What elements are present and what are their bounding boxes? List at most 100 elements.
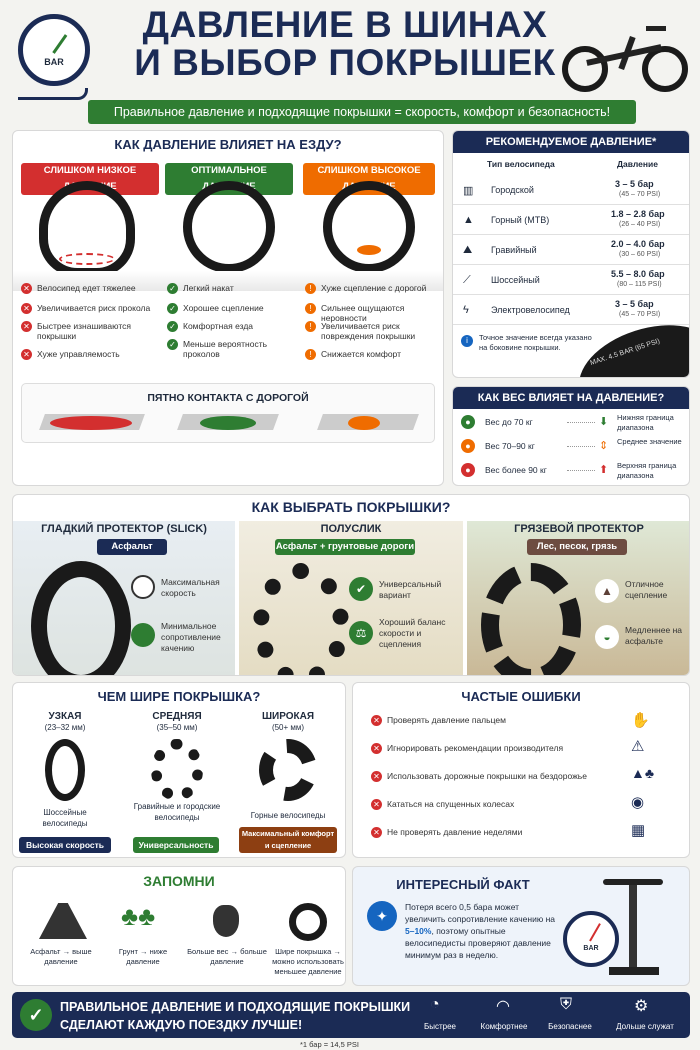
medium-badge: Универсальность — [133, 837, 219, 853]
speedometer-icon — [131, 575, 155, 599]
footer-line1: ПРАВИЛЬНОЕ ДАВЛЕНИЕ И ПОДХОДЯЩИЕ ПОКРЫШК… — [60, 1000, 411, 1014]
high-item: !Снижается комфорт — [305, 349, 441, 360]
road-icon — [39, 903, 87, 939]
mistakes-heading: ЧАСТЫЕ ОШИБКИ — [461, 689, 581, 704]
weight-row: ● Вес более 90 кг ⬆ Верхняя граница диап… — [453, 459, 689, 483]
recommend-note: Точное значение всегда указано на бокови… — [479, 333, 592, 352]
wide-badge: Максимальный комфорт и сцепление — [239, 827, 337, 853]
arrow-down-icon: ⬇ — [599, 416, 609, 428]
weight-row: ● Вес до 70 кг ⬇ Нижняя граница диапазон… — [453, 411, 689, 435]
optimal-contact-patch — [200, 416, 256, 430]
col-type-header: Тип велосипеда — [487, 159, 555, 169]
width-card: ЧЕМ ШИРЕ ПОКРЫШКА? УЗКАЯ (23–32 мм) Шосс… — [12, 682, 346, 858]
tire-icon — [289, 903, 327, 941]
footnote: *1 бар = 14,5 PSI — [300, 1040, 359, 1049]
header-gauge-icon: BAR — [18, 14, 90, 86]
recommend-card: РЕКОМЕНДУЕМОЕ ДАВЛЕНИЕ* Тип велосипеда Д… — [452, 130, 690, 378]
fact-card: ИНТЕРЕСНЫЙ ФАКТ ✦ Потеря всего 0,5 бара … — [352, 866, 690, 986]
medium-tire-image — [151, 739, 203, 801]
semislick-tag: Асфальт + грунтовые дороги — [275, 539, 415, 555]
low-item: ✕Быстрее изнашиваются покрышки — [21, 321, 151, 341]
ride-heading: КАК ДАВЛЕНИЕ ВЛИЯЕТ НА ЕЗДУ? — [114, 137, 342, 152]
mountain-icon: ▲ — [595, 579, 619, 603]
optimal-item: ✓Комфортная езда — [167, 321, 297, 332]
slick-tire-image — [31, 561, 131, 675]
mud-panel: ГРЯЗЕВОЙ ПРОТЕКТОР Лес, песок, грязь ▲ О… — [467, 521, 689, 675]
pressure-row: ⛰ Гравийный 2.0 – 4.0 бар (30 – 60 PSI) — [453, 235, 689, 265]
gauge-unit: BAR — [44, 57, 64, 67]
resistance-icon — [131, 623, 155, 647]
mistake-item: ✕Использовать дорожные покрышки на бездо… — [371, 771, 611, 782]
low-item: ✕Хуже управляемость — [21, 349, 151, 360]
remember-heading: ЗАПОМНИ — [143, 873, 215, 889]
footer-bar: ✓ ПРАВИЛЬНОЕ ДАВЛЕНИЕ И ПОДХОДЯЩИЕ ПОКРЫ… — [12, 992, 690, 1038]
shield-icon: ⛨ — [560, 996, 573, 1013]
pressure-row: ⟋ Шоссейный 5.5 – 8.0 бар (80 – 115 PSI) — [453, 265, 689, 295]
weight-row: ● Вес 70–90 кг ⇕ Среднее значение — [453, 435, 689, 459]
footer-line2: СДЕЛАЮТ КАЖДУЮ ПОЕЗДКУ ЛУЧШЕ! — [60, 1018, 303, 1032]
slick-panel: ГЛАДКИЙ ПРОТЕКТОР (SLICK) Асфальт Максим… — [13, 521, 235, 675]
hand-icon: ✋ — [631, 712, 650, 729]
pressure-row: ϟ Электровелосипед 3 – 5 бар (45 – 70 PS… — [453, 295, 689, 325]
pump-icon — [599, 879, 669, 979]
low-contact-patch — [50, 416, 132, 430]
lightning-icon: ϟ — [463, 304, 469, 316]
width-heading: ЧЕМ ШИРЕ ПОКРЫШКА? — [97, 689, 261, 704]
narrow-badge: Высокая скорость — [19, 837, 111, 853]
arrow-up-icon: ⬆ — [599, 464, 609, 476]
balance-scale-icon: ⚖ — [349, 621, 373, 645]
semislick-tire-image — [253, 563, 349, 675]
subtitle-bar: Правильное давление и подходящие покрышк… — [88, 100, 636, 124]
mountain-icon: ▲ — [463, 214, 474, 226]
mud-tire-image — [481, 563, 581, 675]
comfort-icon: ◠ — [496, 998, 510, 1015]
optimal-item: ✓Легкий накат — [167, 283, 297, 294]
gear-icon: ⚙ — [634, 998, 649, 1015]
mistake-item: ✕Игнорировать рекомендации производителя — [371, 743, 611, 754]
wide-tire-image — [259, 739, 317, 801]
calendar-icon: ▦ — [631, 822, 646, 839]
bicycle-icon — [562, 22, 690, 92]
person-icon: ● — [461, 415, 475, 429]
mistake-item: ✕Не проверять давление неделями — [371, 827, 611, 838]
pressure-row: ▥ Городской 3 – 5 бар (45 – 70 PSI) — [453, 175, 689, 205]
fact-text: Потеря всего 0,5 бара может увеличить со… — [405, 902, 556, 960]
weight-heading: КАК ВЕС ВЛИЯЕТ НА ДАВЛЕНИЕ? — [453, 387, 689, 409]
choose-heading: КАК ВЫБРАТЬ ПОКРЫШКИ? — [251, 499, 451, 515]
semislick-panel: ПОЛУСЛИК Асфальт + грунтовые дороги ✔ Ун… — [239, 521, 463, 675]
arrows-icon: ⇕ — [599, 440, 609, 452]
narrow-tire-image — [45, 739, 85, 801]
weight-card: КАК ВЕС ВЛИЯЕТ НА ДАВЛЕНИЕ? ● Вес до 70 … — [452, 386, 690, 486]
thumbs-up-icon: ✔ — [349, 577, 373, 601]
road-icon: ⟋ — [463, 274, 471, 286]
person-icon: ● — [461, 439, 475, 453]
low-contact-mark — [59, 253, 115, 265]
contact-heading: ПЯТНО КОНТАКТА С ДОРОГОЙ — [147, 392, 309, 404]
low-item: ✕Велосипед едет тяжелее — [21, 283, 151, 294]
contact-panel: ПЯТНО КОНТАКТА С ДОРОГОЙ — [21, 383, 435, 443]
mistake-item: ✕Кататься на спущенных колесах — [371, 799, 611, 810]
flat-tire-icon: ◉ — [631, 794, 645, 811]
mud-tag: Лес, песок, грязь — [527, 539, 627, 555]
speed-icon: ◔ — [430, 996, 440, 1013]
choose-card: КАК ВЫБРАТЬ ПОКРЫШКИ? ГЛАДКИЙ ПРОТЕКТОР … — [12, 494, 690, 676]
kettlebell-icon — [213, 905, 239, 937]
pressure-row: ▲ Горный (MTB) 1.8 – 2.8 бар (26 – 40 PS… — [453, 205, 689, 235]
optimal-item: ✓Хорошее сцепление — [167, 303, 297, 314]
recommend-heading: РЕКОМЕНДУЕМОЕ ДАВЛЕНИЕ* — [453, 131, 689, 153]
col-pressure-header: Давление — [617, 159, 658, 169]
warning-icon: ⚠ — [631, 738, 645, 755]
ride-card: КАК ДАВЛЕНИЕ ВЛИЯЕТ НА ЕЗДУ? СЛИШКОМ НИЗ… — [12, 130, 444, 486]
high-contact-mark — [357, 245, 381, 255]
mistake-item: ✕Проверять давление пальцем — [371, 715, 611, 726]
optimal-tire-icon — [183, 181, 275, 273]
air-hose — [18, 88, 88, 100]
high-item: !Увеличивается риск повреждения покрышки — [305, 321, 441, 341]
optimal-item: ✓Меньше вероятность проколов — [167, 339, 277, 359]
pressure-gauge-icon: BAR — [563, 911, 619, 967]
fact-heading: ИНТЕРЕСНЫЙ ФАКТ — [396, 877, 530, 892]
high-contact-patch — [348, 416, 380, 430]
road-trees-icon: ▲♣ — [631, 765, 655, 781]
high-tire-icon — [323, 181, 415, 273]
